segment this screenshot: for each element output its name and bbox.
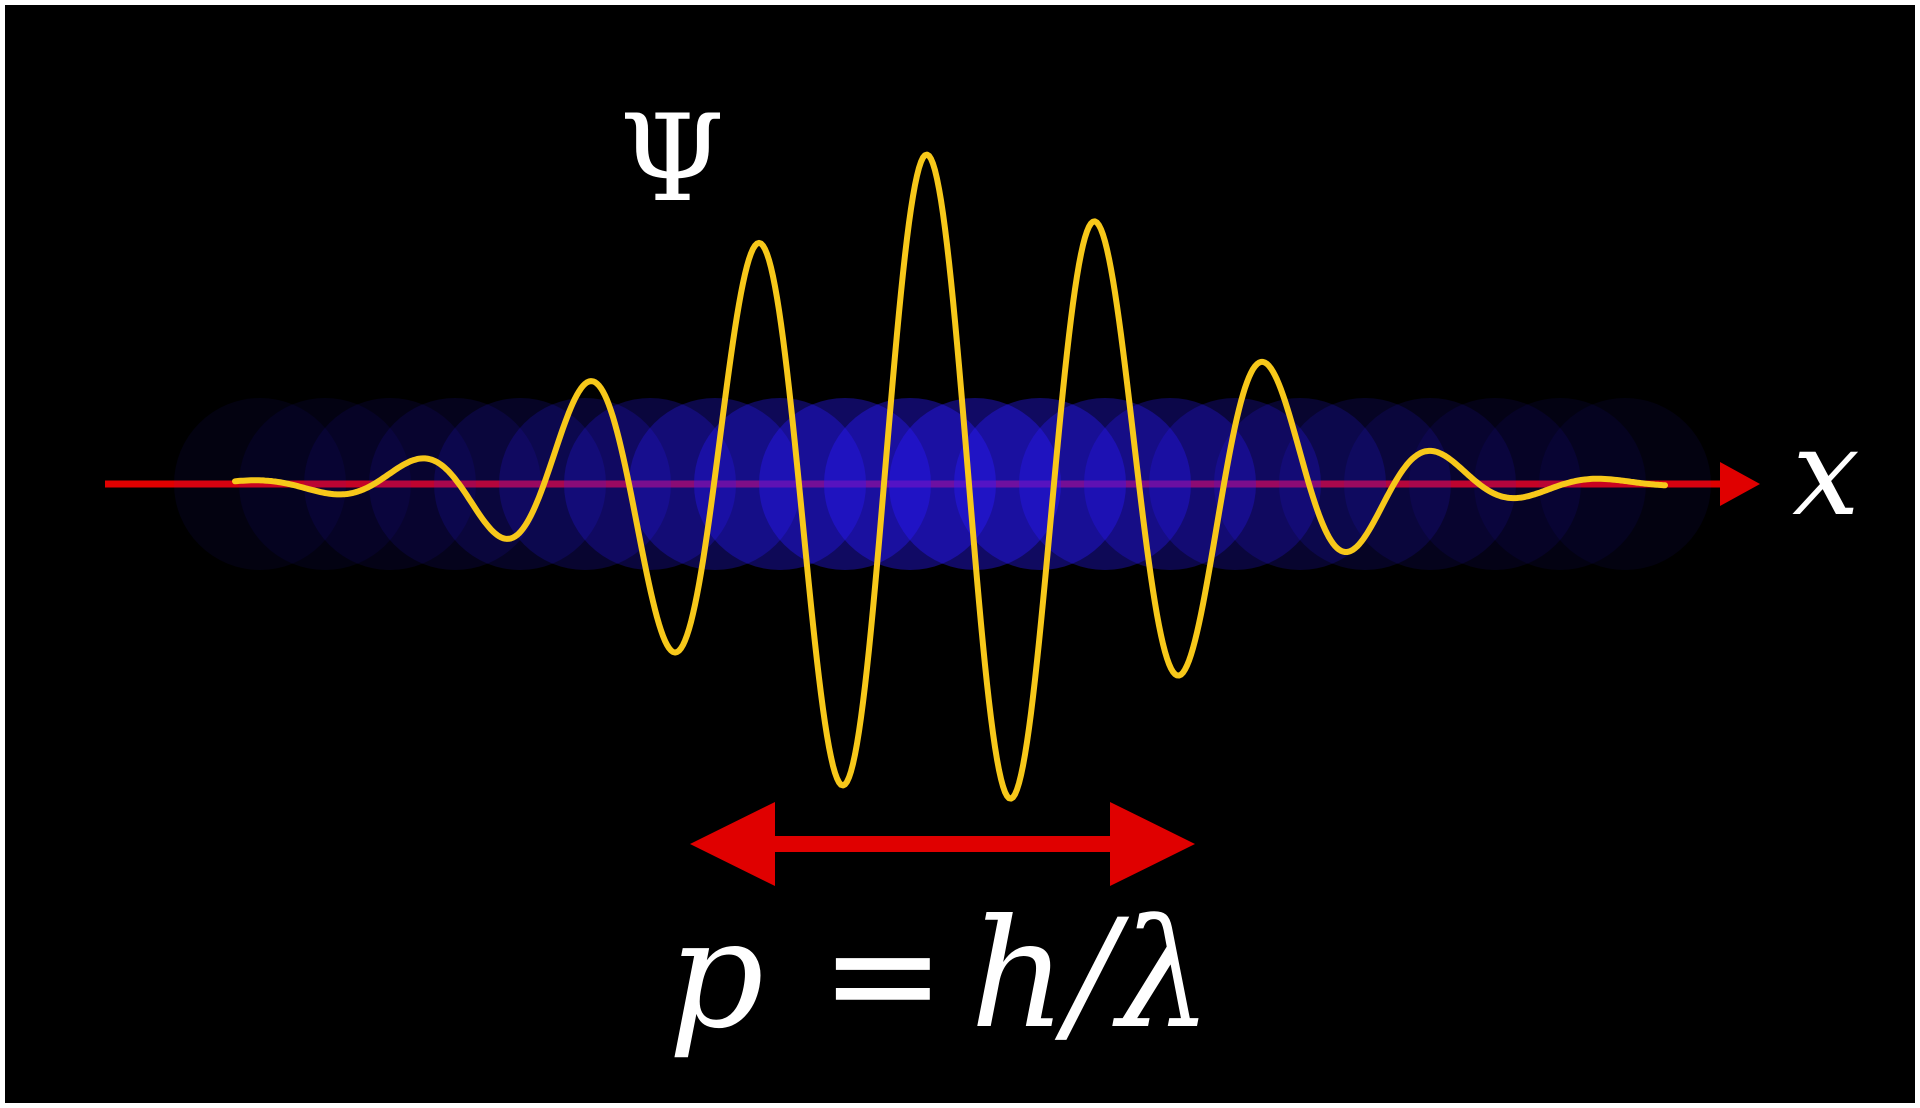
formula-momentum: p [668,888,764,1062]
probability-blob [1149,398,1321,570]
probability-blob [174,398,346,570]
probability-blob [239,398,411,570]
probability-blob [954,398,1126,570]
probability-blob [1084,398,1256,570]
wavelength-double-arrow [690,802,1195,886]
probability-blob [369,398,541,570]
probability-blob [434,398,606,570]
diagram-background [5,5,1915,1103]
wavefunction-curve [232,151,1668,802]
formula-h-over-lambda: h/λ [970,888,1212,1062]
psi-label: Ψ [619,90,724,229]
probability-blob [499,398,671,570]
probability-blobs [174,398,1711,570]
probability-blob [1019,398,1191,570]
probability-blob [694,398,866,570]
probability-blob [304,398,476,570]
probability-blob [1344,398,1516,570]
probability-blob [564,398,736,570]
probability-blob [889,398,1061,570]
probability-blob [1409,398,1581,570]
probability-blob [824,398,996,570]
formula: p = h/λ [668,888,1212,1062]
x-axis-label: x [1792,404,1860,543]
probability-blob [1214,398,1386,570]
x-axis-arrowhead [1720,462,1760,506]
formula-equals: = [820,888,946,1062]
